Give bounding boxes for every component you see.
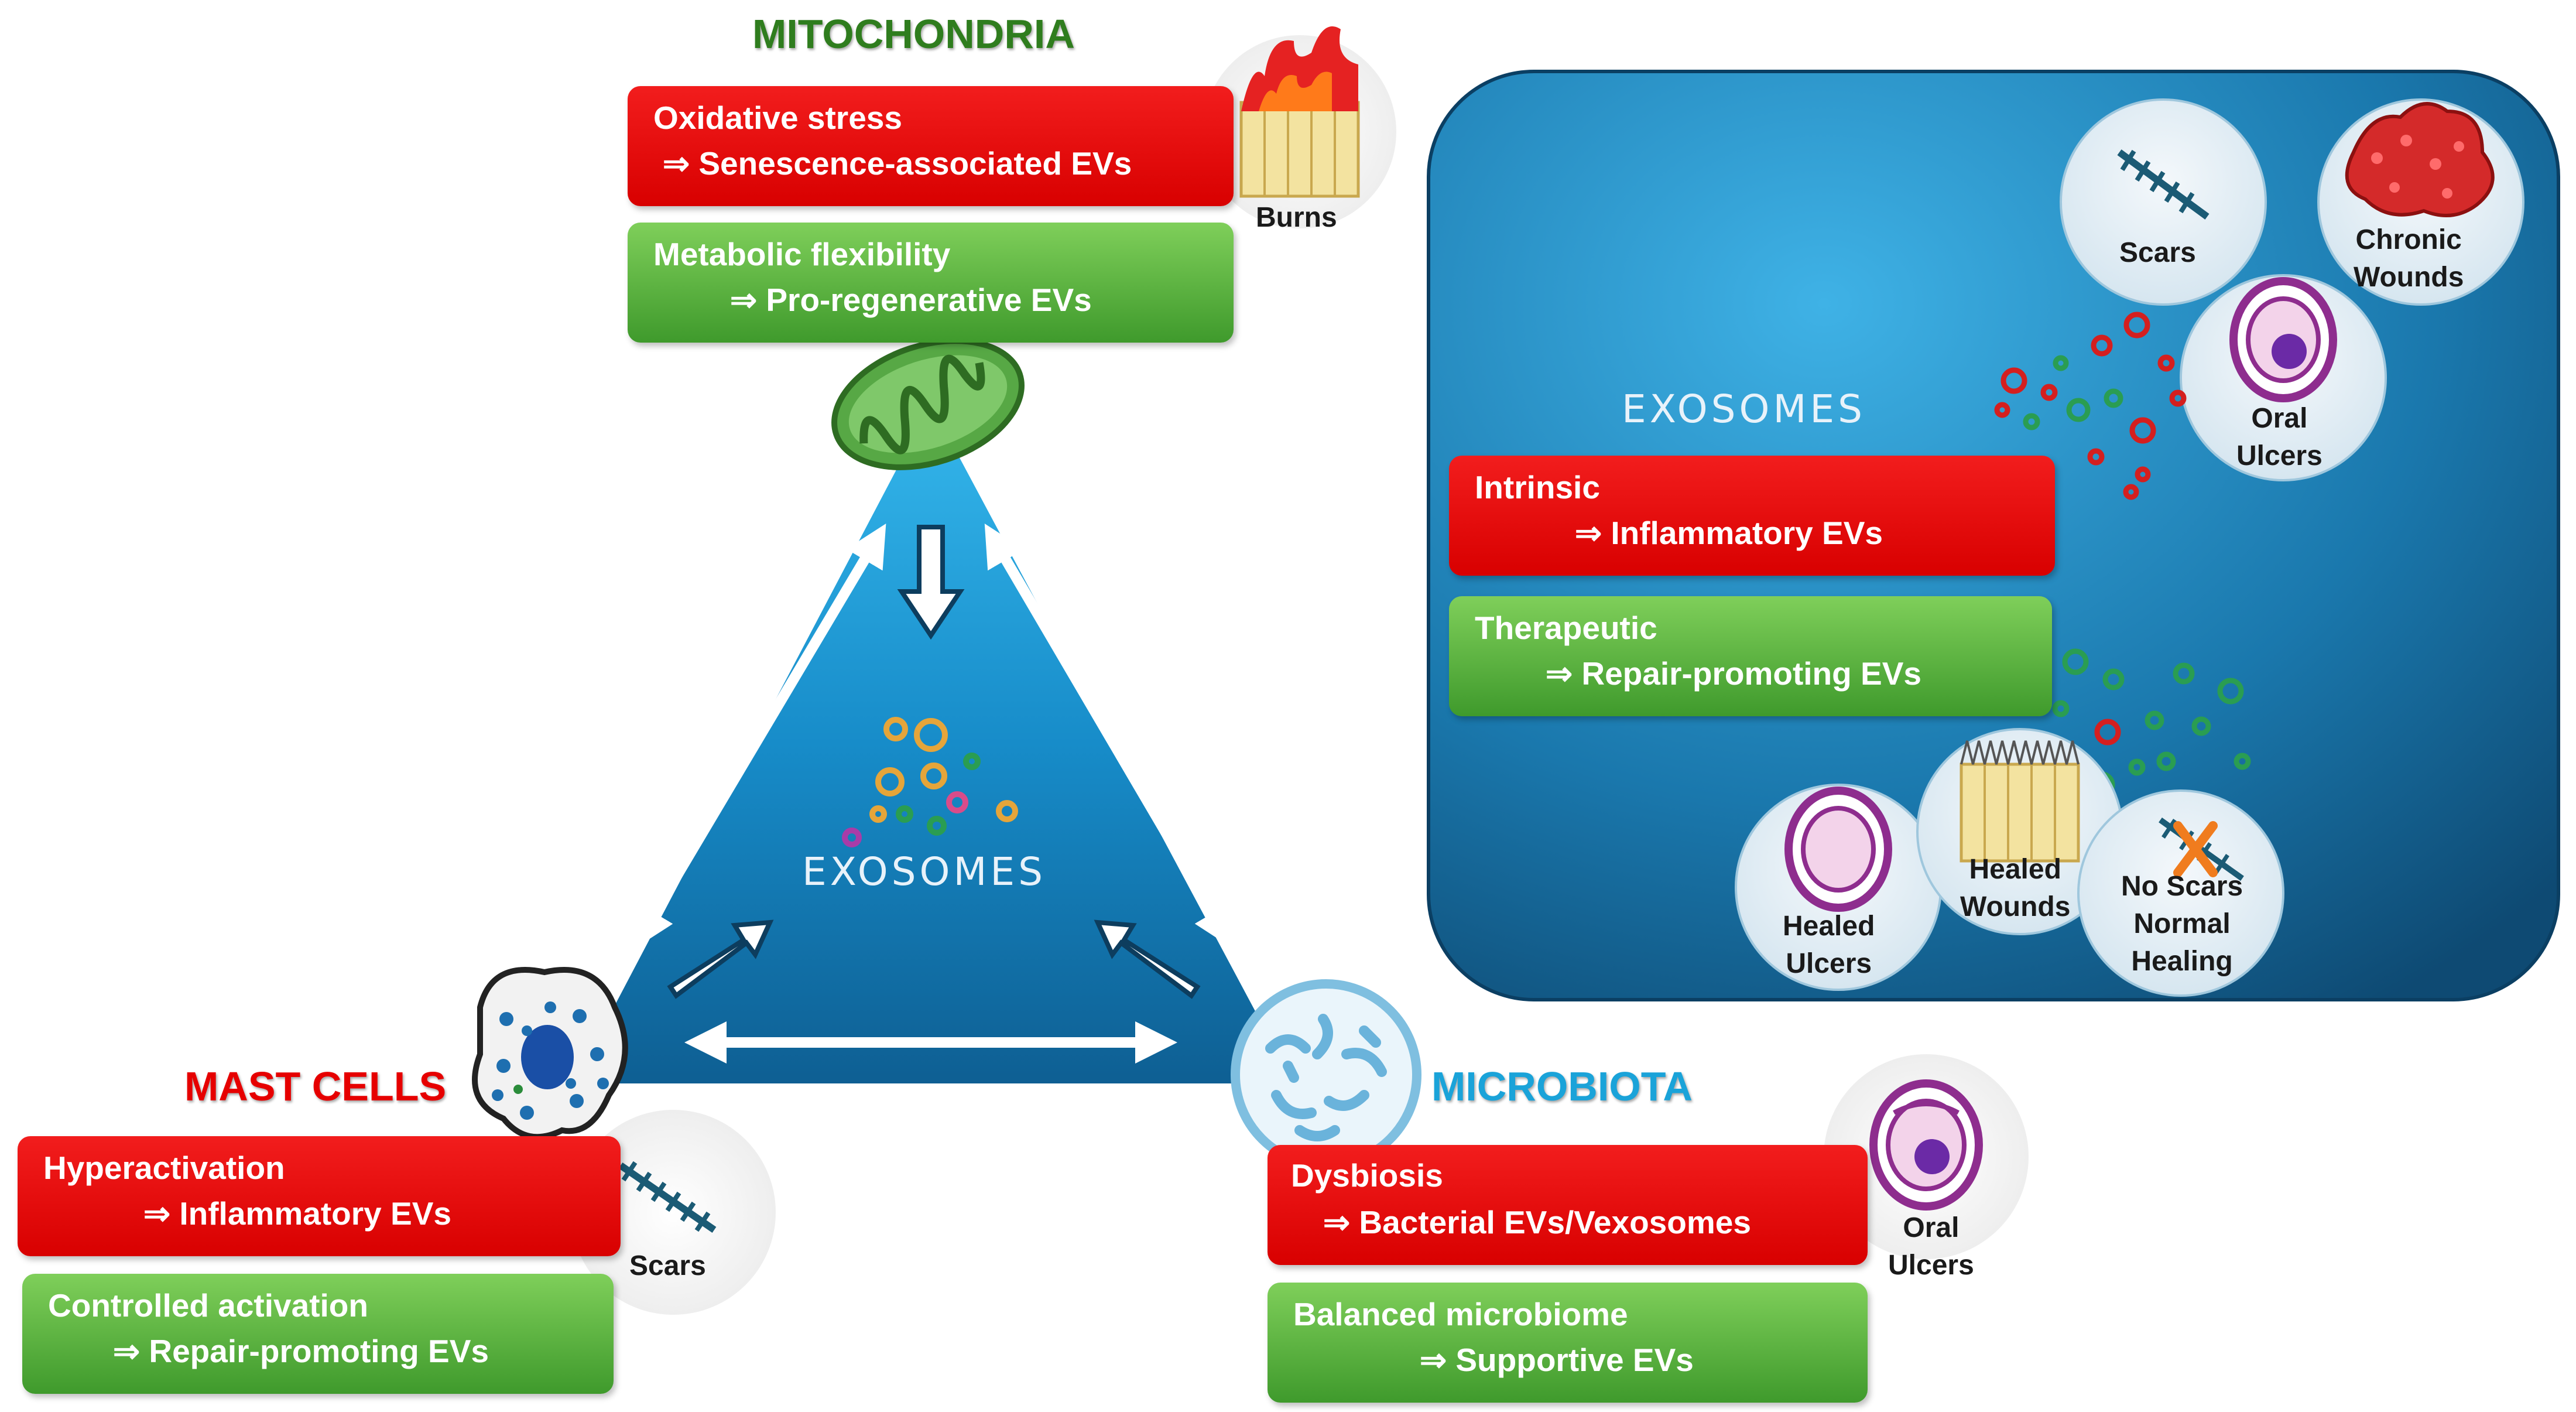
- mito-oxidative-result: ⇒ Senescence-associated EVs: [663, 145, 1132, 182]
- panel-chronic-line1: Chronic: [2355, 224, 2462, 255]
- micro-dysbiosis-box: Dysbiosis ⇒ Bacterial EVs/Vexosomes: [1268, 1145, 1868, 1265]
- panel-no-scars-line1: No Scars: [2121, 871, 2243, 902]
- micro-balanced-box: Balanced microbiome ⇒ Supportive EVs: [1268, 1283, 1868, 1403]
- panel-no-scars-line3: Healing: [2131, 946, 2233, 977]
- micro-balanced-result: ⇒ Supportive EVs: [1420, 1342, 1694, 1378]
- mast-cells-title: MAST CELLS: [184, 1064, 447, 1109]
- micro-dysbiosis-result: ⇒ Bacterial EVs/Vexosomes: [1323, 1204, 1751, 1240]
- mito-metabolic-result: ⇒ Pro-regenerative EVs: [730, 282, 1092, 318]
- mito-oxidative-box: Oxidative stress ⇒ Senescence-associated…: [628, 86, 1234, 206]
- panel-chronic-wounds-circle: [2317, 98, 2524, 306]
- panel-oral-line1: Oral: [2251, 403, 2308, 434]
- mast-cell-icon: [472, 967, 628, 1140]
- panel-inflammatory-vesicles: [1994, 312, 2187, 500]
- mast-hyperactivation-box: Hyperactivation ⇒ Inflammatory EVs: [18, 1136, 621, 1256]
- micro-oral-label-line2: Ulcers: [1888, 1250, 1974, 1281]
- mast-controlled-result: ⇒ Repair-promoting EVs: [113, 1333, 489, 1369]
- mast-controlled-box: Controlled activation ⇒ Repair-promoting…: [22, 1274, 614, 1394]
- panel-therapeutic-title: Therapeutic: [1475, 610, 1657, 646]
- mito-metabolic-title: Metabolic flexibility: [653, 236, 951, 272]
- panel-chronic-line2: Wounds: [2354, 262, 2464, 293]
- panel-healed-wounds-circle: [1916, 728, 2123, 935]
- mast-hyperactivation-result: ⇒ Inflammatory EVs: [143, 1195, 451, 1232]
- panel-scars-label: Scars: [2119, 237, 2196, 268]
- mast-scars-label: Scars: [629, 1250, 706, 1281]
- microbiota-title: MICROBIOTA: [1431, 1064, 1693, 1109]
- panel-healed-ulcers-label: Healed Ulcers: [1783, 908, 1875, 983]
- panel-therapeutic-box: Therapeutic ⇒ Repair-promoting EVs: [1449, 596, 2052, 716]
- panel-healed-wounds-line2: Wounds: [1960, 891, 2071, 922]
- panel-therapeutic-result: ⇒ Repair-promoting EVs: [1546, 655, 1921, 692]
- panel-oral-label: Oral Ulcers: [2236, 400, 2322, 475]
- mast-hyperactivation-title: Hyperactivation: [43, 1150, 285, 1186]
- burns-icon: [1203, 26, 1396, 228]
- panel-healed-wounds-line1: Healed: [1969, 854, 2061, 885]
- central-vesicles: [842, 717, 1018, 847]
- burns-label: Burns: [1256, 202, 1337, 233]
- panel-scars-circle: [2060, 98, 2267, 306]
- panel-healed-ulcers-line1: Healed: [1783, 911, 1875, 942]
- inward-arrows: [667, 525, 1201, 999]
- panel-healed-ulcers-line2: Ulcers: [1786, 948, 1872, 979]
- micro-balanced-title: Balanced microbiome: [1293, 1296, 1628, 1332]
- oral-ulcers-icon: [1824, 1054, 2029, 1259]
- panel-intrinsic-box: Intrinsic ⇒ Inflammatory EVs: [1449, 456, 2055, 576]
- panel-chronic-label: Chronic Wounds: [2354, 221, 2464, 296]
- mast-controlled-title: Controlled activation: [48, 1287, 368, 1324]
- panel-healed-ulcers-circle: [1735, 784, 1942, 991]
- mito-oxidative-title: Oxidative stress: [653, 100, 902, 136]
- panel-intrinsic-title: Intrinsic: [1475, 469, 1600, 505]
- panel-oral-line2: Ulcers: [2236, 440, 2322, 471]
- mitochondrion-icon: [831, 338, 1025, 470]
- scars-icon: [571, 1110, 776, 1315]
- micro-oral-label-line1: Oral: [1903, 1212, 1960, 1243]
- panel-oral-ulcers-circle: [2180, 274, 2387, 481]
- microbiota-icon: [1231, 979, 1421, 1170]
- panel-no-scars-circle: [2077, 789, 2284, 997]
- panel-healed-wounds-label: Healed Wounds: [1960, 851, 2070, 926]
- mito-metabolic-box: Metabolic flexibility ⇒ Pro-regenerative…: [628, 223, 1234, 343]
- micro-dysbiosis-title: Dysbiosis: [1291, 1157, 1443, 1194]
- panel-no-scars-line2: Normal: [2133, 908, 2231, 939]
- center-exosomes-label: EXOSOMES: [802, 849, 1047, 894]
- triangle-arrows: [633, 523, 1235, 1064]
- panel-intrinsic-result: ⇒ Inflammatory EVs: [1575, 515, 1883, 551]
- panel-exosomes-label: EXOSOMES: [1622, 387, 1866, 432]
- micro-oral-label: Oral Ulcers: [1888, 1209, 1974, 1284]
- mitochondria-title: MITOCHONDRIA: [752, 11, 1075, 57]
- panel-no-scars-label: No Scars Normal Healing: [2121, 868, 2243, 980]
